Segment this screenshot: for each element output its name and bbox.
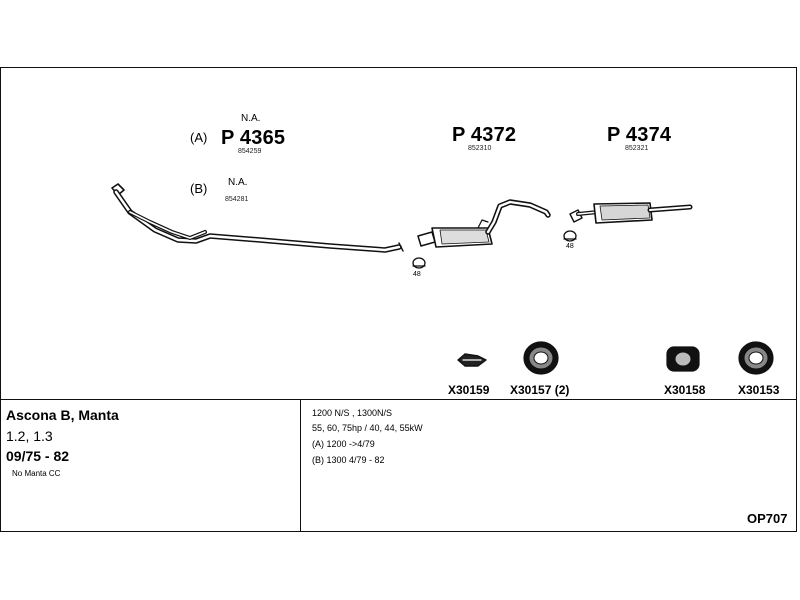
spec-line-2: 55, 60, 75hp / 40, 44, 55kW	[312, 423, 423, 433]
vehicle-note: No Manta CC	[12, 469, 61, 478]
x30153-ring-drawing	[738, 341, 774, 375]
spec-line-3: (A) 1200 ->4/79	[312, 439, 375, 449]
part-a-subnumber: 854259	[238, 148, 262, 155]
x30157-ring-drawing	[523, 341, 559, 375]
front-pipe-drawing	[111, 183, 404, 253]
accessory-x30157-label: X30157 (2)	[510, 383, 570, 397]
middle-silencer-drawing	[412, 199, 551, 269]
diagram-frame	[0, 67, 797, 532]
accessory-x30153-label: X30153	[738, 383, 780, 397]
vehicle-model: Ascona B, Manta	[6, 407, 119, 423]
vehicle-years: 09/75 - 82	[6, 448, 70, 464]
part-b-na: N.A.	[228, 177, 248, 188]
part-p4374-subnumber: 852321	[625, 145, 649, 152]
divider-vertical	[300, 399, 301, 532]
x30159-hanger-drawing	[457, 353, 487, 367]
part-a-na: N.A.	[241, 113, 261, 124]
part-p4372-subnumber: 852310	[468, 145, 492, 152]
part-b-variant: (B)	[190, 181, 208, 196]
part-a-number: P 4365	[221, 127, 286, 149]
catalog-code: OP707	[747, 511, 788, 526]
accessory-x30158-label: X30158	[664, 383, 706, 397]
spec-line-1: 1200 N/S , 1300N/S	[312, 408, 393, 418]
clip-mid-label: 48	[566, 243, 574, 250]
part-a-variant: (A)	[190, 130, 208, 145]
divider-horizontal	[0, 399, 797, 400]
spec-line-4: (B) 1300 4/79 - 82	[312, 455, 385, 465]
part-b-subnumber: 854281	[225, 196, 249, 203]
part-p4374-number: P 4374	[607, 124, 672, 146]
vehicle-engines: 1.2, 1.3	[6, 428, 53, 444]
rear-silencer-drawing	[563, 202, 693, 242]
x30158-rubber-drawing	[666, 346, 700, 372]
accessory-x30159-label: X30159	[448, 383, 490, 397]
part-p4372-number: P 4372	[452, 124, 517, 146]
clip-front-label: 48	[413, 271, 421, 278]
